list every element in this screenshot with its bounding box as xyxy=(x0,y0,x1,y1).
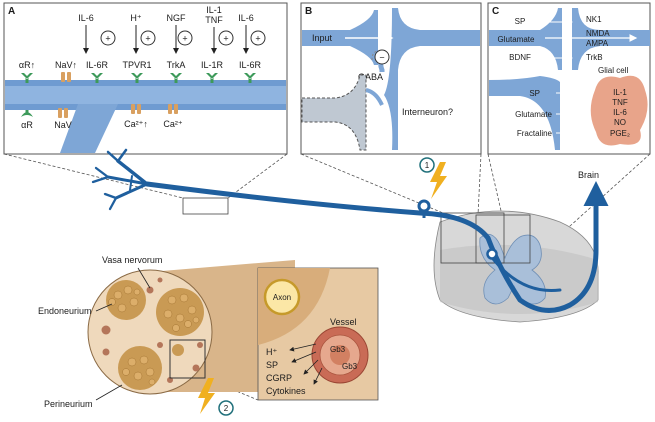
gb3-label: Gb3 xyxy=(342,362,358,371)
mediator-il1-tnf: IL-1 TNF + xyxy=(205,5,234,54)
svg-text:IL-6: IL-6 xyxy=(78,13,94,23)
interneuron-label: Interneuron? xyxy=(402,107,453,117)
svg-text:+: + xyxy=(223,34,228,44)
svg-text:NGF: NGF xyxy=(167,13,187,23)
mediator-label: SP xyxy=(266,360,278,370)
release-label: SP xyxy=(529,89,540,98)
receptor-label: NaV xyxy=(54,120,72,130)
glial-item: IL-6 xyxy=(613,108,627,117)
mediator-label: CGRP xyxy=(266,373,292,383)
panel-b-letter: B xyxy=(305,6,312,17)
svg-text:+: + xyxy=(182,34,187,44)
receptor-label: NMDA xyxy=(586,29,610,38)
nerve-fiber xyxy=(91,148,599,313)
receptor-label: TrkA xyxy=(167,60,186,70)
lightning-bolt-icon xyxy=(430,162,447,199)
panel-c-letter: C xyxy=(492,6,499,17)
release-label: Fractaline xyxy=(517,129,553,138)
svg-text:TNF: TNF xyxy=(205,15,223,25)
receptor-label: Ca²⁺↑ xyxy=(124,119,148,129)
lightning-bolt-icon xyxy=(198,378,215,414)
perineurium-label: Perineurium xyxy=(44,399,93,409)
zoom-box-a xyxy=(182,197,229,215)
receptor-label: TrkB xyxy=(586,53,603,62)
panel-a-letter: A xyxy=(8,6,15,17)
mediator-label: H⁺ xyxy=(266,347,277,357)
mediator-proton: H⁺ + xyxy=(130,13,156,54)
zoom-box-vessel xyxy=(169,339,206,379)
mediator-il6-a: IL-6 + xyxy=(78,13,116,54)
panel-c: C SP Glutamate BDNF NK1 NMDA AMPA TrkB S… xyxy=(487,2,651,155)
svg-text:IL-6: IL-6 xyxy=(238,13,254,23)
axon-branch xyxy=(60,104,118,153)
glial-title: Glial cell xyxy=(598,66,628,75)
receptor-label: TPVR1 xyxy=(122,60,151,70)
interneuron xyxy=(301,74,367,151)
svg-text:H⁺: H⁺ xyxy=(130,13,141,23)
svg-text:+: + xyxy=(145,34,150,44)
receptor-icons-top xyxy=(21,72,256,83)
mediator-ngf: NGF + xyxy=(167,13,193,54)
axon xyxy=(263,278,301,316)
receptor-label: IL-1R xyxy=(201,60,224,70)
input-label: Input xyxy=(312,33,333,43)
axon-label: Axon xyxy=(273,293,291,302)
receptor-label: αR↑ xyxy=(19,60,35,70)
glial-cell xyxy=(590,75,648,146)
svg-text:+: + xyxy=(255,34,260,44)
receptor-label: Ca²⁺ xyxy=(163,119,183,129)
brain-label: Brain xyxy=(578,170,599,180)
release-label: Glutamate xyxy=(515,110,552,119)
panel-b: B Input − GABA Interneuron? xyxy=(300,2,482,155)
inhibition-icon xyxy=(374,49,390,65)
vasa-nervorum-label: Vasa nervorum xyxy=(102,255,162,265)
endoneurium-label: Endoneurium xyxy=(38,306,92,316)
vessel-inset: Axon Vessel Gb3 Gb3 H⁺ SP CGRP Cytokines xyxy=(257,267,379,401)
svg-text:+: + xyxy=(105,34,110,44)
mediator-label: Cytokines xyxy=(266,386,306,396)
svg-text:−: − xyxy=(379,53,384,63)
transmitter-label: BDNF xyxy=(509,53,531,62)
receptor-label: NK1 xyxy=(586,15,602,24)
glial-item: IL-1 xyxy=(613,88,627,97)
glial-item: PGE₂ xyxy=(610,129,630,138)
synapse-node xyxy=(486,248,498,260)
vessel-label: Vessel xyxy=(330,317,357,327)
glial-item: TNF xyxy=(612,98,628,107)
panel-a: A IL-6 + H⁺ + NGF + IL-1 TNF xyxy=(3,2,288,155)
receptor-label: αR xyxy=(21,120,33,130)
glial-item: NO xyxy=(614,118,626,127)
receptor-icons-bottom xyxy=(21,104,178,118)
transmitter-label: Glutamate xyxy=(498,35,535,44)
gaba-label: GABA xyxy=(358,72,383,82)
site-2-badge xyxy=(218,400,234,416)
site-1-badge xyxy=(419,157,435,173)
dorsal-root-ganglion xyxy=(417,199,431,213)
transmitter-label: SP xyxy=(515,17,526,26)
input-terminal xyxy=(302,10,378,65)
receptor-label: IL-6R xyxy=(239,60,262,70)
svg-text:IL-1: IL-1 xyxy=(206,5,222,15)
gb3-label: Gb3 xyxy=(330,345,346,354)
receptor-label: AMPA xyxy=(586,39,609,48)
postsynaptic-neuron xyxy=(384,8,480,150)
receptor-label: NaV↑ xyxy=(55,60,77,70)
mediator-il6-b: IL-6 + xyxy=(238,13,266,54)
svg-text:2: 2 xyxy=(224,404,229,413)
svg-text:1: 1 xyxy=(425,161,430,170)
receptor-label: IL-6R xyxy=(86,60,109,70)
